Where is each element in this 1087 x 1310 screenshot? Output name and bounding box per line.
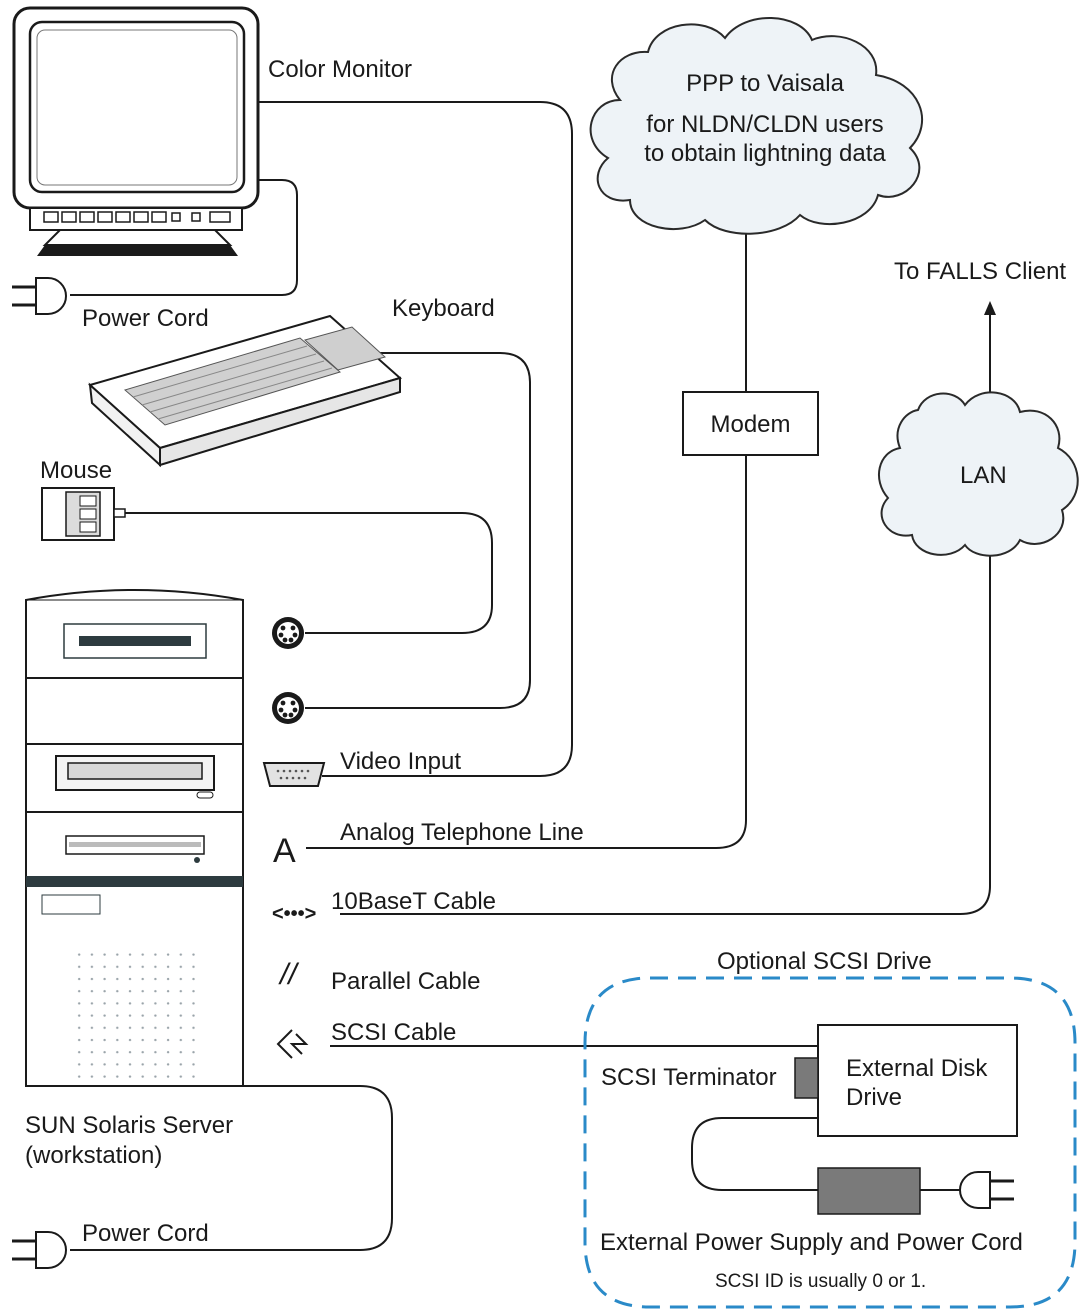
monitor-icon xyxy=(12,6,260,256)
vent-dots xyxy=(72,945,202,1080)
analog-telephone-line-label: Analog Telephone Line xyxy=(340,819,584,846)
mouse-icon xyxy=(41,487,126,541)
ps2-port-icon xyxy=(272,692,304,724)
mouse-cable xyxy=(125,512,493,634)
scsi-port-icon xyxy=(276,1029,309,1059)
server-power-cable xyxy=(70,1085,393,1251)
video-input-label: Video Input xyxy=(340,748,461,775)
power-supply-icon xyxy=(817,1167,921,1215)
ps2-port-icon xyxy=(272,617,304,649)
lan-cloud-icon xyxy=(878,391,1079,557)
keyboard-cable xyxy=(305,352,531,709)
power-plug-icon xyxy=(959,1171,1014,1209)
ppp-line2: for NLDN/CLDN users xyxy=(646,111,884,138)
power-plug-icon xyxy=(12,1231,67,1269)
optional-scsi-drive-label: Optional SCSI Drive xyxy=(717,948,932,975)
optional-scsi-dashed-box xyxy=(583,976,1077,1309)
monitor-power-cable xyxy=(70,179,298,296)
ppp-line1: PPP to Vaisala xyxy=(686,70,844,97)
to-falls-client-label: To FALLS Client xyxy=(894,258,1067,285)
scsi-terminator-label: SCSI Terminator xyxy=(601,1064,777,1091)
analog-telephone-cable xyxy=(306,455,747,849)
power-plug-icon xyxy=(12,277,67,315)
scsi-id-note: SCSI ID is usually 0 or 1. xyxy=(715,1271,927,1292)
ppp-line3: to obtain lightning data xyxy=(644,140,886,167)
keyboard-icon xyxy=(87,314,403,468)
parallel-cable-label: Parallel Cable xyxy=(331,968,481,995)
disk-power-cable xyxy=(691,1117,818,1191)
modem-box xyxy=(682,391,819,456)
scsi-cable-label: SCSI Cable xyxy=(331,1019,457,1046)
video-port-icon xyxy=(262,762,326,787)
power-cord-top-label: Power Cord xyxy=(82,305,209,332)
power-cord-bottom-label: Power Cord xyxy=(82,1220,209,1247)
keyboard-label: Keyboard xyxy=(392,295,495,322)
tenbaset-symbol: <•••> xyxy=(272,903,317,925)
tenbaset-cable-label: 10BaseT Cable xyxy=(331,888,496,915)
parallel-symbol: // xyxy=(280,958,297,991)
server-tower-icon xyxy=(25,589,244,1087)
server-label-line2: (workstation) xyxy=(25,1142,163,1169)
ppp-cloud-icon xyxy=(589,17,924,235)
modem-label: Modem xyxy=(710,411,791,438)
external-disk-line2: Drive xyxy=(846,1084,903,1111)
lan-cable xyxy=(340,548,991,915)
mouse-label: Mouse xyxy=(40,457,113,484)
video-cable xyxy=(258,101,573,777)
color-monitor-label: Color Monitor xyxy=(268,56,413,83)
arrow-up-icon xyxy=(984,301,996,315)
lan-label: LAN xyxy=(960,462,1007,489)
analog-symbol: A xyxy=(273,832,296,870)
external-disk-line1: External Disk xyxy=(846,1055,988,1082)
external-power-label: External Power Supply and Power Cord xyxy=(600,1229,1023,1256)
scsi-terminator-icon xyxy=(794,1057,819,1099)
server-label-line1: SUN Solaris Server xyxy=(25,1112,234,1139)
